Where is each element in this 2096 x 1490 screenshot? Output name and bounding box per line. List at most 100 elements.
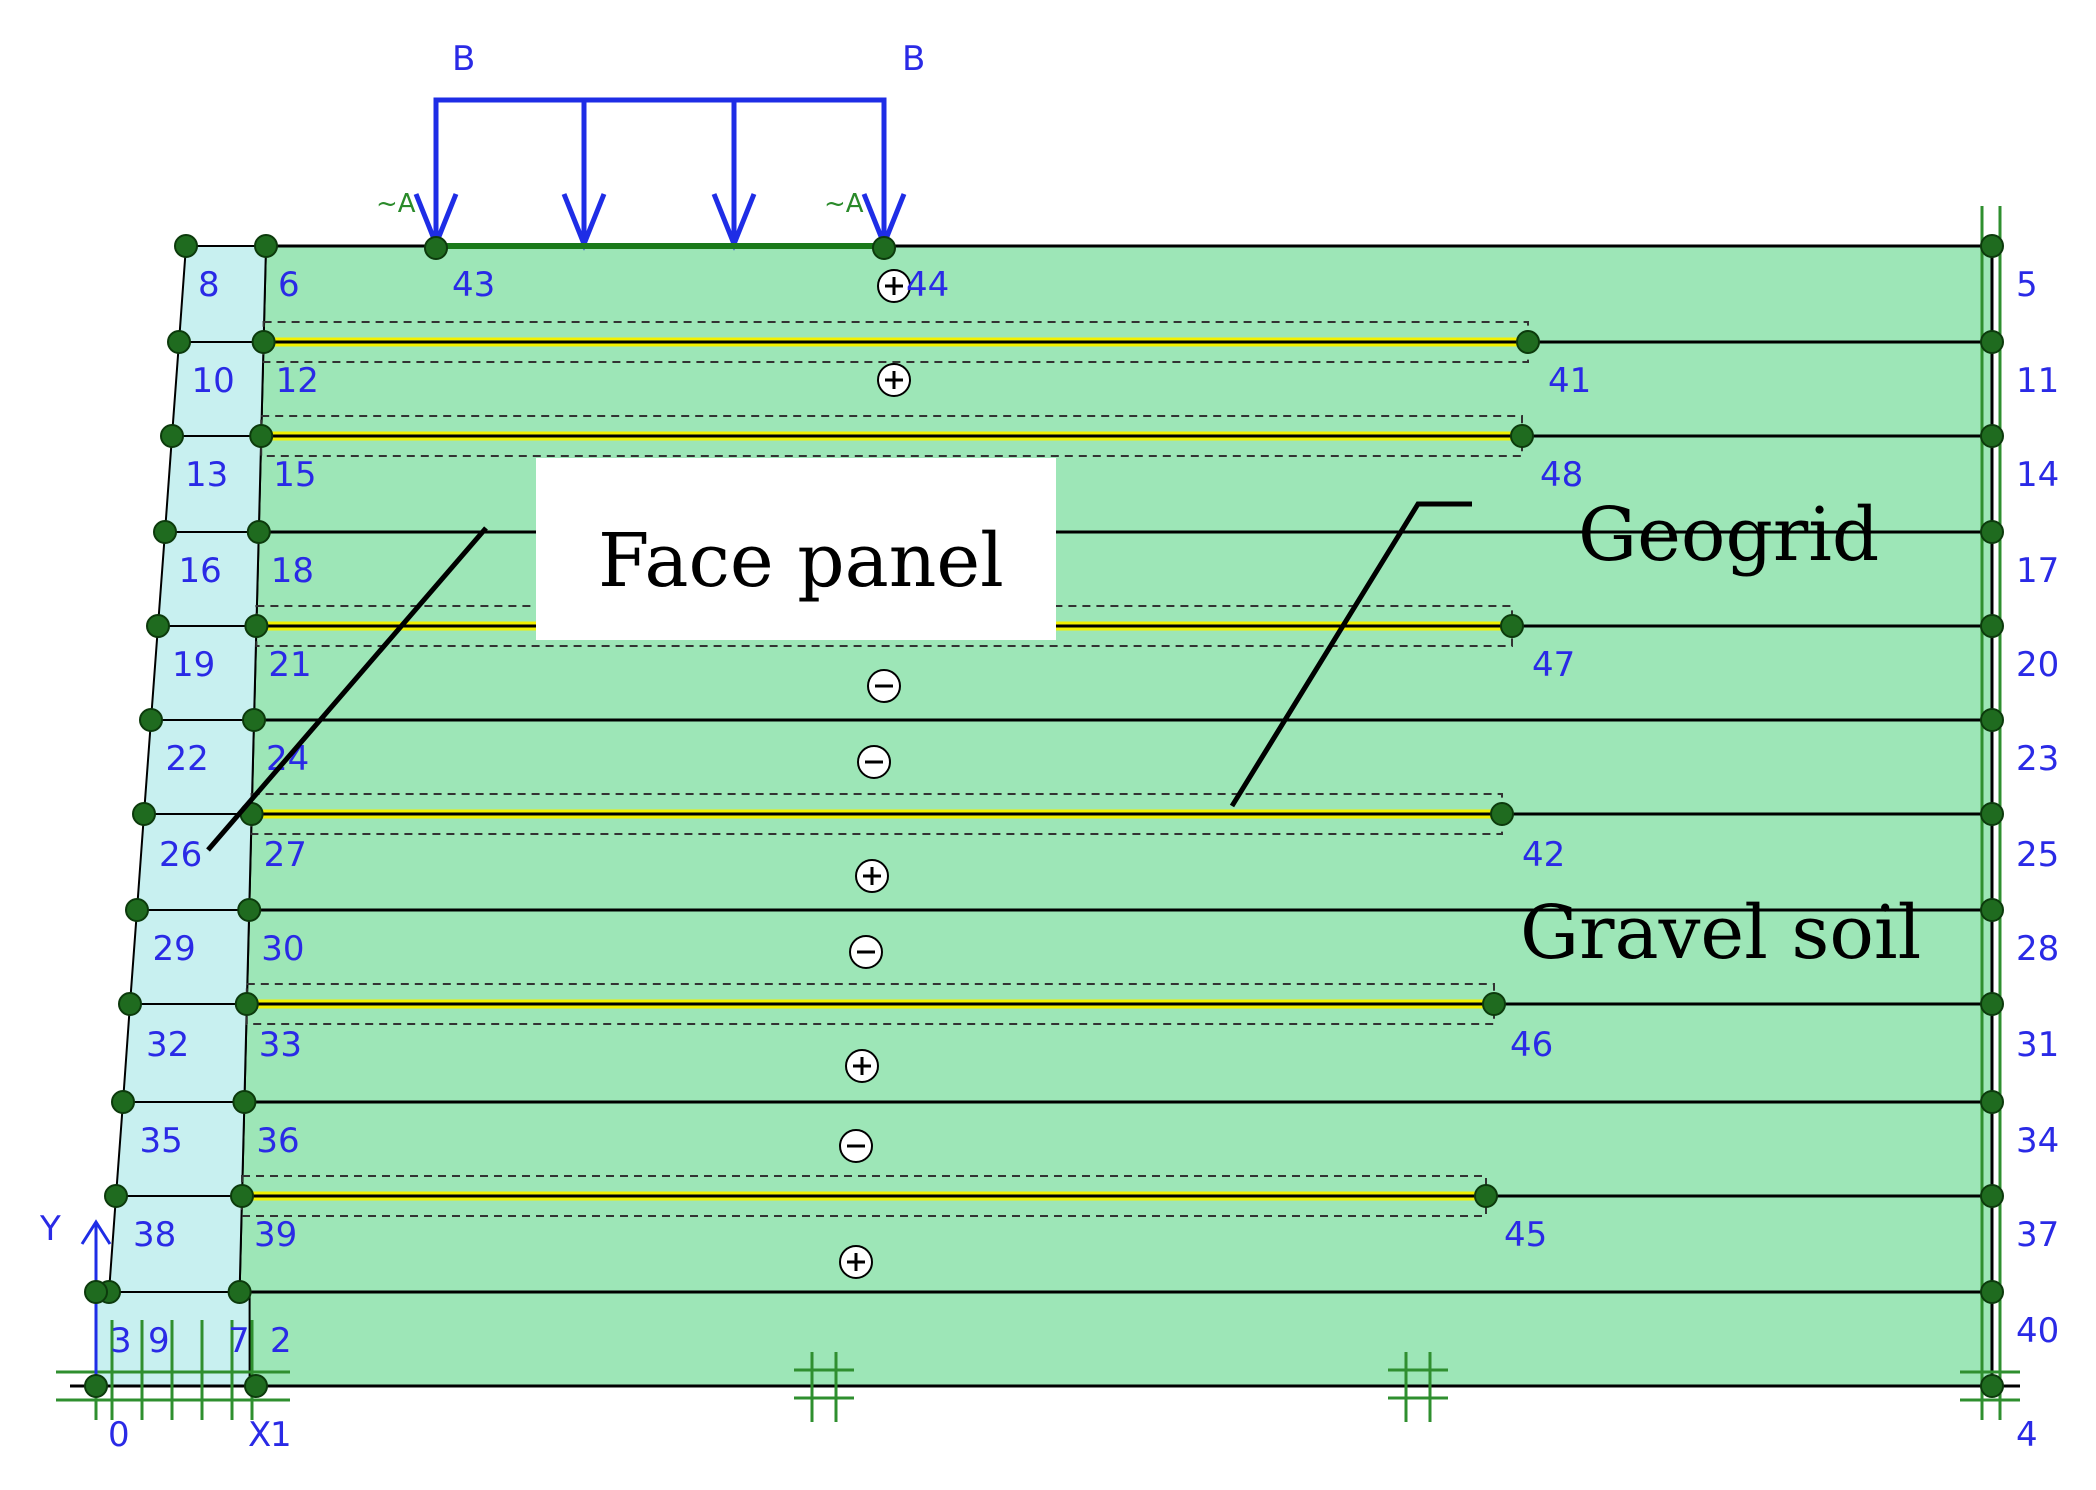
right-boundary-node (1980, 330, 2004, 354)
right-node-label: 23 (2016, 739, 2059, 779)
panel-inner-node (249, 424, 274, 448)
right-node-label: 40 (2016, 1311, 2059, 1351)
right-node-label: 14 (2016, 455, 2059, 495)
geogrid-end-label: 47 (1532, 645, 1575, 685)
panel-outer-node (104, 1184, 128, 1208)
right-boundary-node (1980, 1090, 2004, 1114)
right-node-label: 31 (2016, 1025, 2059, 1065)
panel-outer-node (153, 520, 177, 544)
panel-outer-node (132, 802, 156, 826)
base-node-label: 0 (108, 1415, 130, 1455)
right-boundary-node (1980, 898, 2004, 922)
right-node-label: 17 (2016, 551, 2059, 591)
inner-node-label: 36 (256, 1121, 299, 1161)
stress-signs (839, 269, 911, 1279)
panel-inner-node (254, 234, 278, 258)
base-node-label: 1 (270, 1415, 292, 1455)
panel-inner-node (230, 1184, 254, 1208)
right-node-label: 20 (2016, 645, 2059, 685)
panel-label: 19 (172, 645, 215, 685)
panel-inner-node (237, 898, 262, 922)
toe-node (84, 1280, 108, 1304)
inner-node-label: 21 (268, 645, 311, 685)
geogrid-end-label: 41 (1548, 361, 1591, 401)
panel-outer-node (118, 992, 142, 1016)
y-axis-label: Y (39, 1209, 61, 1249)
geogrid-end-node (1510, 424, 1534, 448)
right-boundary-node (1980, 234, 2004, 258)
geogrid-end-label: 48 (1540, 455, 1583, 495)
base-node-label: 2 (270, 1321, 292, 1361)
inner-node-label: 15 (273, 455, 316, 495)
load-marker-left: ~A (376, 189, 416, 219)
inner-node-label: 30 (261, 929, 304, 969)
origin-node (84, 1374, 108, 1398)
inner-node-label: 27 (264, 835, 307, 875)
load-marker-right: ~A (824, 189, 864, 219)
right-boundary-node (1980, 614, 2004, 638)
right-node-label: 11 (2016, 361, 2059, 401)
panel-label: 32 (146, 1025, 189, 1065)
face-panel-block (177, 245, 268, 343)
panel-outer-node (160, 424, 184, 448)
panel-inner-node (234, 992, 259, 1016)
load-node-label: 44 (906, 265, 949, 305)
panel-inner-node (227, 1280, 252, 1304)
geogrid-leader (1229, 501, 1472, 808)
geogrid-end-node (1474, 1184, 1498, 1208)
geogrid-label: Geogrid (1578, 492, 1879, 578)
right-node-label: 34 (2016, 1121, 2059, 1161)
nodes (84, 234, 2004, 1398)
load-end-node (872, 236, 896, 260)
panel-label: 13 (185, 455, 228, 495)
right-node-label: 28 (2016, 929, 2059, 969)
panel-inner-node (246, 520, 271, 544)
panel-outer-node (167, 330, 191, 354)
right-node-label: 4 (2016, 1415, 2038, 1455)
panel-inner-node (242, 708, 266, 732)
inner-node-label: 12 (276, 361, 319, 401)
geogrid-end-node (1516, 330, 1540, 354)
panel-outer-node (111, 1090, 135, 1114)
inner-node-label: 18 (271, 551, 314, 591)
panel-label: 16 (179, 551, 222, 591)
y-axis-arrowhead (80, 1219, 112, 1245)
inner-node-label: 39 (254, 1215, 297, 1255)
panel-inner-node (244, 614, 269, 638)
panel-label: 10 (192, 361, 235, 401)
right-boundary-node (1980, 424, 2004, 448)
panel-label: 8 (198, 265, 220, 305)
base-node-label: 3 (110, 1321, 132, 1361)
face-panel-leader (206, 526, 488, 852)
face-panel-callout-box (536, 458, 1056, 640)
base-node-label: 7 (228, 1321, 250, 1361)
load-label-right: B (902, 39, 925, 79)
right-node-label: 5 (2016, 265, 2038, 305)
right-boundary-node (1980, 992, 2004, 1016)
geogrid-end-node (1482, 992, 1506, 1016)
face-panel-label: Face panel (598, 518, 1004, 604)
right-boundary-node (1980, 802, 2004, 826)
panel-outer-node (139, 708, 163, 732)
load-frame (433, 97, 887, 244)
geogrid-end-label: 42 (1522, 835, 1565, 875)
right-boundary-node (1980, 1184, 2004, 1208)
panel-inner-node (232, 1090, 257, 1114)
base-node-label: 9 (148, 1321, 170, 1361)
face-panel-blocks (95, 245, 268, 1387)
geogrid-end-label: 45 (1504, 1215, 1547, 1255)
panel-label: 38 (133, 1215, 176, 1255)
right-node-label: 37 (2016, 1215, 2059, 1255)
panel-label: 26 (159, 835, 202, 875)
load-node-label: 43 (452, 265, 495, 305)
geogrid-interface-zone (262, 321, 1530, 363)
panel-inner-node (251, 330, 276, 354)
panel-outer-node (174, 234, 198, 258)
geogrid-end-node (1490, 802, 1514, 826)
panel-label: 22 (166, 739, 209, 779)
right-boundary-node (1980, 1280, 2004, 1304)
geogrid-end-node (1500, 614, 1524, 638)
x-axis-label: X (248, 1415, 271, 1455)
load-start-node (424, 236, 448, 260)
node-labels: 8101316192226293235386121518212427303336… (108, 265, 2059, 1455)
